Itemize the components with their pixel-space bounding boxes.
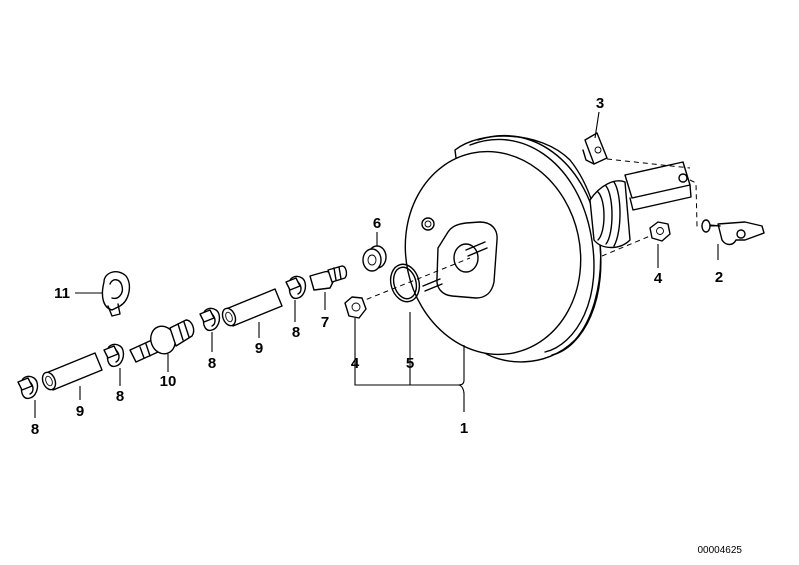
hex-nut-front[interactable]: [344, 296, 367, 319]
hose-clamp-end[interactable]: [17, 375, 39, 400]
callout-1: 1: [460, 420, 468, 437]
callout-7: 7: [321, 314, 329, 331]
brake-booster[interactable]: [387, 134, 692, 371]
hose-holder[interactable]: [101, 271, 131, 317]
leader-lines: [34, 111, 719, 418]
o-ring[interactable]: [387, 261, 424, 305]
vacuum-connector[interactable]: [309, 265, 348, 291]
hex-nut-rear[interactable]: [649, 221, 671, 242]
clevis-pin[interactable]: [701, 219, 765, 246]
callout-8-mid: 8: [208, 355, 216, 372]
callout-6: 6: [373, 215, 381, 232]
vacuum-hose-lower[interactable]: [40, 352, 103, 392]
callout-5: 5: [406, 355, 414, 372]
hose-clamp-mid[interactable]: [199, 307, 221, 332]
callout-2: 2: [715, 269, 723, 286]
vacuum-hose-upper[interactable]: [220, 288, 283, 328]
check-valve[interactable]: [129, 319, 195, 363]
assembly-line-pin: [689, 179, 716, 227]
callout-8-end: 8: [31, 421, 39, 438]
callout-8-lower: 8: [116, 388, 124, 405]
callout-9-upper: 9: [255, 340, 263, 357]
assembly-line-front: [349, 257, 471, 307]
hose-clamp-top[interactable]: [285, 275, 307, 300]
drawing-number: 00004625: [698, 545, 743, 556]
callout-8-top: 8: [292, 324, 300, 341]
grommet[interactable]: [362, 245, 387, 272]
callout-10: 10: [160, 373, 177, 390]
callout-4-front: 4: [351, 355, 360, 372]
callout-11: 11: [54, 285, 70, 302]
callout-4-rear: 4: [654, 270, 663, 287]
callout-3: 3: [596, 95, 604, 112]
assembly-line-clip: [606, 158, 691, 169]
hose-clamp-lower[interactable]: [103, 343, 125, 368]
callout-9-lower: 9: [76, 403, 84, 420]
retaining-clip[interactable]: [582, 132, 608, 165]
